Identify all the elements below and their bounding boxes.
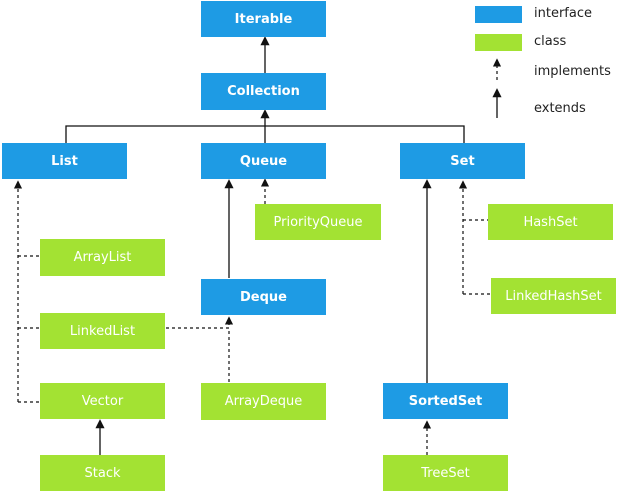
legend-class-label: class: [534, 34, 567, 49]
implements-edge-linkedlist-deque: [166, 316, 234, 329]
node-stack: Stack: [40, 455, 165, 491]
node-linked-hash-set: LinkedHashSet: [491, 278, 616, 314]
legend-extends-label: extends: [534, 101, 586, 116]
node-list: List: [2, 143, 127, 179]
node-priority-queue: PriorityQueue: [255, 204, 381, 240]
node-tree-set: TreeSet: [383, 455, 508, 491]
node-iterable: Iterable: [201, 1, 326, 37]
node-array-deque: ArrayDeque: [201, 383, 326, 420]
node-queue: Queue: [201, 143, 326, 179]
node-deque: Deque: [201, 279, 326, 315]
node-collection: Collection: [201, 73, 326, 110]
node-linked-list: LinkedList: [40, 313, 165, 349]
legend-interface-label: interface: [534, 6, 592, 21]
node-array-list: ArrayList: [40, 239, 165, 276]
node-vector: Vector: [40, 383, 165, 419]
legend-interface-swatch: [475, 6, 522, 23]
legend-class-swatch: [475, 34, 522, 51]
node-set: Set: [400, 143, 525, 179]
legend-implements-label: implements: [534, 64, 611, 79]
node-sorted-set: SortedSet: [383, 383, 508, 419]
node-hash-set: HashSet: [488, 204, 613, 240]
